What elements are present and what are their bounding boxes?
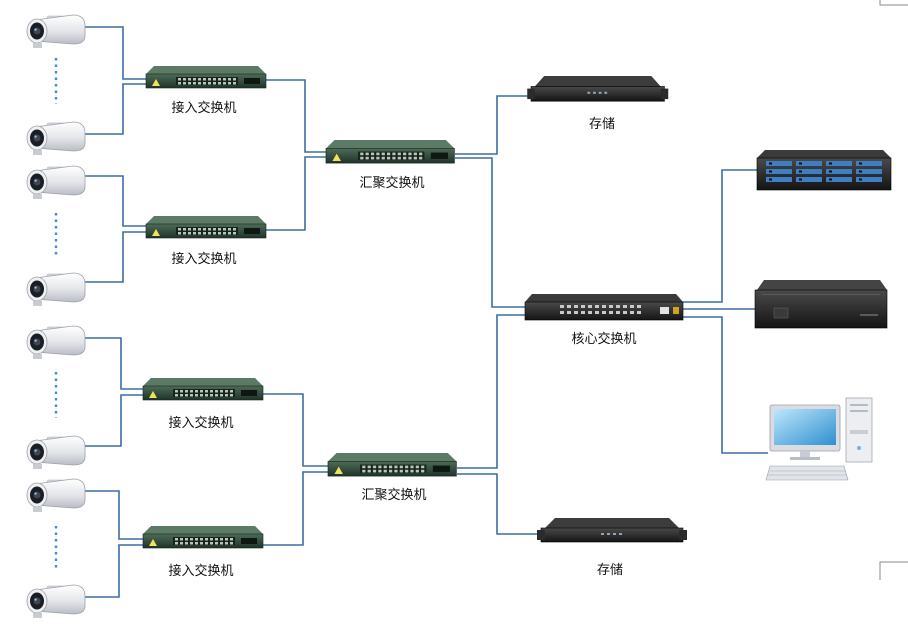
storage-label: 存储 <box>597 563 623 578</box>
connection-lines <box>83 26 768 598</box>
disk-array <box>756 150 892 191</box>
camera-group-3 <box>26 325 86 470</box>
camera-group-2 <box>26 165 86 307</box>
bullet-camera-icon <box>26 584 86 619</box>
bullet-camera-icon <box>26 14 86 49</box>
access-switch-4: 接入交换机 <box>142 525 264 579</box>
switch-icon <box>524 294 684 321</box>
server <box>754 280 888 329</box>
aggregation-switch-2: 汇聚交换机 <box>327 452 457 503</box>
bullet-camera-icon <box>26 325 86 360</box>
bullet-camera-icon <box>26 165 86 200</box>
workstation <box>765 397 873 481</box>
core-switch: 核心交换机 <box>524 294 684 347</box>
bullet-camera-icon <box>26 272 86 307</box>
access-switch-2: 接入交换机 <box>145 215 267 267</box>
access-switch-label: 接入交换机 <box>171 100 236 116</box>
camera-group-4 <box>26 478 86 619</box>
aggregation-switch-label: 汇聚交换机 <box>359 175 424 191</box>
disk-array-icon <box>756 150 892 191</box>
corner-marks <box>879 0 908 580</box>
rack-storage-icon <box>536 517 688 543</box>
access-switch-1: 接入交换机 <box>145 65 267 116</box>
core-switch-label: 核心交换机 <box>571 331 636 347</box>
switch-icon <box>325 139 455 164</box>
server-icon <box>754 280 888 329</box>
access-switch-3: 接入交换机 <box>142 377 264 431</box>
switch-icon <box>142 377 264 401</box>
storage-bottom: 存储 <box>536 517 688 578</box>
bullet-camera-icon <box>26 435 86 470</box>
desktop-pc-icon <box>765 397 873 481</box>
access-switch-label: 接入交换机 <box>171 251 236 267</box>
storage-top: 存储 <box>526 75 669 132</box>
access-switch-label: 接入交换机 <box>168 415 233 431</box>
aggregation-switch-label: 汇聚交换机 <box>361 487 426 503</box>
switch-icon <box>145 65 267 89</box>
bullet-camera-icon <box>26 121 86 156</box>
access-switch-label: 接入交换机 <box>168 563 233 579</box>
switch-icon <box>145 215 267 239</box>
switch-icon <box>327 452 457 477</box>
aggregation-switch-1: 汇聚交换机 <box>325 139 455 191</box>
switch-icon <box>142 525 264 549</box>
rack-storage-icon <box>526 75 669 102</box>
bullet-camera-icon <box>26 478 86 513</box>
storage-label: 存储 <box>589 117 615 132</box>
